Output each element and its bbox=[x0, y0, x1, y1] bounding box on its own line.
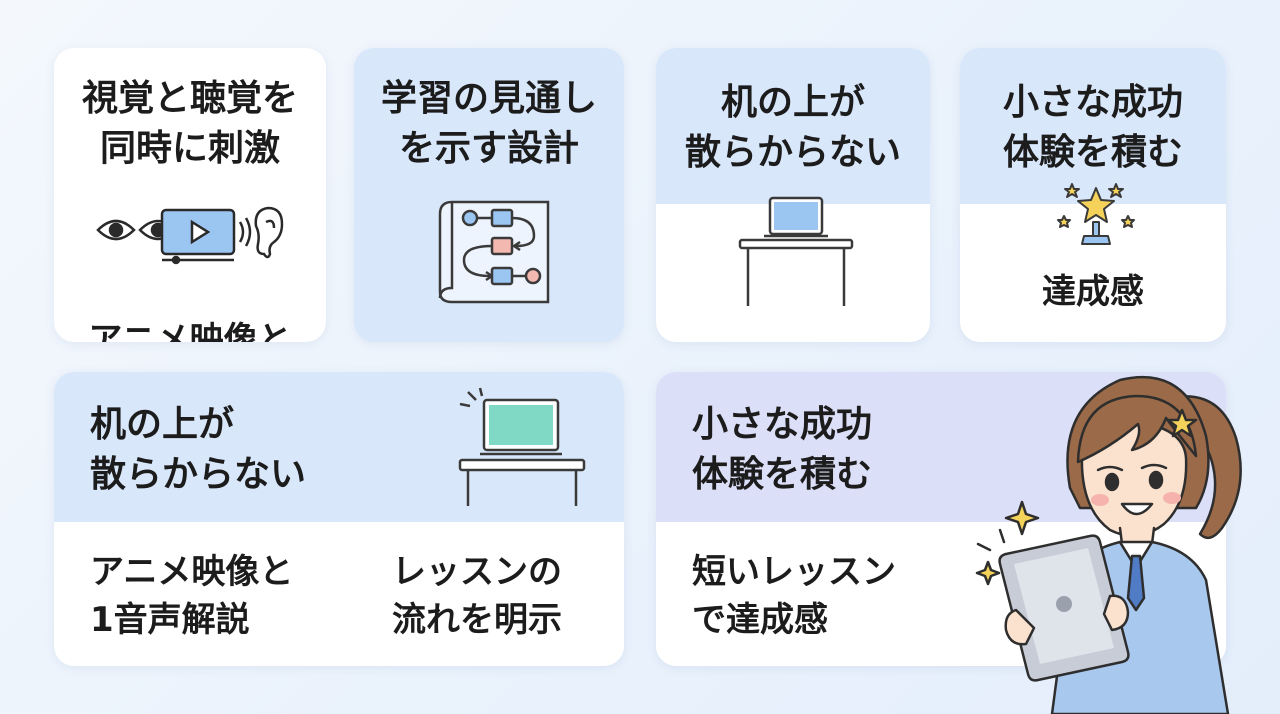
card-heading: 小さな成功 体験を積む bbox=[1002, 82, 1183, 173]
card-heading: 学習の見通し を示す設計 bbox=[380, 78, 597, 169]
eye-video-ear-icon bbox=[96, 206, 284, 265]
feature-card-multisensory: 視覚と聴覚を 同時に刺激 アニメ映像と bbox=[54, 48, 326, 342]
card-band bbox=[960, 48, 1226, 204]
feature-card-clean-desk: 机の上が 散らからない bbox=[656, 48, 930, 342]
card-point: 短いレッスン で達成感 bbox=[692, 552, 896, 640]
card-heading: 視覚と聴覚を 同時に刺激 bbox=[81, 78, 298, 169]
card-point: レッスンの 流れを明示 bbox=[392, 552, 562, 640]
card-band bbox=[656, 48, 930, 204]
card-caption: アニメ映像と bbox=[88, 320, 292, 342]
star-trophy-icon bbox=[1057, 183, 1135, 245]
feature-card-small-success: 小さな成功 体験を積む 達成感 bbox=[960, 48, 1226, 342]
laptop-desk-icon bbox=[738, 196, 854, 306]
feature-card-wide-clean-desk: 机の上が 散らからない アニメ映像と 1音声解説 レッスンの 流れを明示 bbox=[54, 372, 624, 666]
laptop-desk-icon bbox=[458, 387, 586, 506]
card-heading: 小さな成功 体験を積む bbox=[692, 404, 873, 495]
flowchart-icon bbox=[438, 200, 550, 304]
card-point: アニメ映像と 1音声解説 bbox=[90, 552, 294, 640]
student-with-tablet-illustration bbox=[975, 375, 1242, 714]
card-heading: 机の上が 散らからない bbox=[684, 82, 901, 173]
card-heading: 机の上が 散らからない bbox=[90, 404, 307, 495]
feature-card-learning-outlook: 学習の見通し を示す設計 bbox=[354, 48, 624, 342]
card-caption: 達成感 bbox=[1042, 272, 1144, 312]
